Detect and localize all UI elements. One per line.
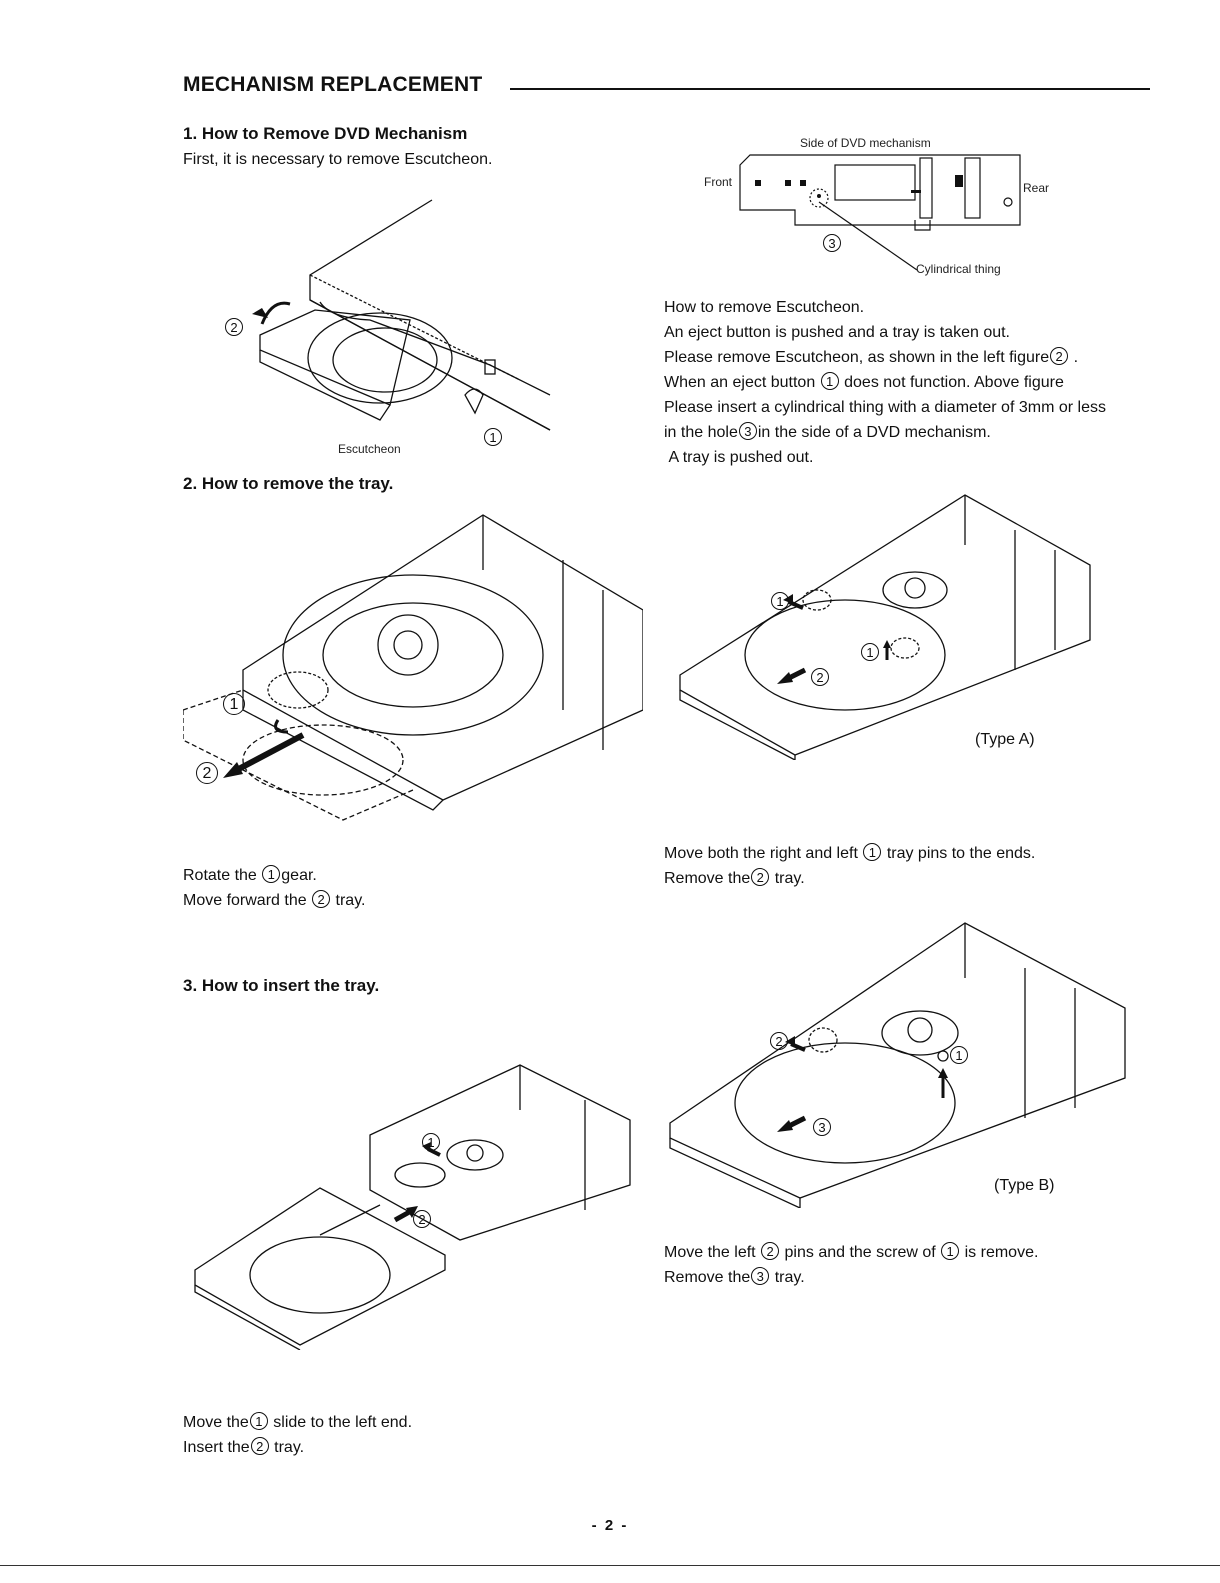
marker-2: 2 [224,318,244,338]
marker-3: 3 [822,234,842,254]
section1-steps: How to remove Escutcheon. An eject butto… [664,299,1106,466]
type-b-label: (Type B) [994,1177,1055,1194]
section1-intro: First, it is necessary to remove Escutch… [183,151,493,168]
type-a-marker-2: 2 [810,668,830,688]
escutcheon-label: Escutcheon [338,442,401,456]
page-number: - 2 - [591,1517,629,1534]
side-fig-rear: Rear [1023,181,1050,195]
type-a-figure [675,490,1095,760]
type-a-label: (Type A) [975,731,1035,748]
side-fig-title: Side of DVD mechanism [800,136,931,150]
insert-marker-1: 1 [421,1133,441,1153]
section3-right-text: Move the left 2 pins and the screw of 1 … [664,1242,1039,1286]
type-b-marker-1: 1 [949,1046,969,1066]
type-b-marker-3: 3 [812,1118,832,1138]
escutcheon-removal-figure [190,190,570,460]
page-title: MECHANISM REPLACEMENT [183,73,483,96]
type-a-marker-1b: 1 [860,643,880,663]
type-a-marker-1: 1 [770,592,790,612]
tray-rotate-marker-1: 1 [222,693,246,715]
tray-rotate-marker-2: 2 [195,762,219,784]
side-mechanism-figure [735,150,1025,275]
type-b-figure [665,918,1130,1208]
tray-rotate-figure [183,510,643,830]
insert-tray-figure [190,1060,640,1350]
title-rule [510,88,1150,90]
section2-right-text: Move both the right and left 1 tray pins… [664,843,1036,887]
type-b-marker-2: 2 [769,1032,789,1052]
insert-marker-2: 2 [412,1210,432,1230]
section2-heading: 2. How to remove the tray. [183,474,394,493]
marker-1: 1 [483,428,503,448]
section3-heading: 3. How to insert the tray. [183,976,380,995]
cylindrical-label: Cylindrical thing [916,262,1001,276]
side-fig-front: Front [704,175,733,189]
bottom-rule [0,1565,1220,1566]
section1-heading: 1. How to Remove DVD Mechanism [183,124,468,143]
